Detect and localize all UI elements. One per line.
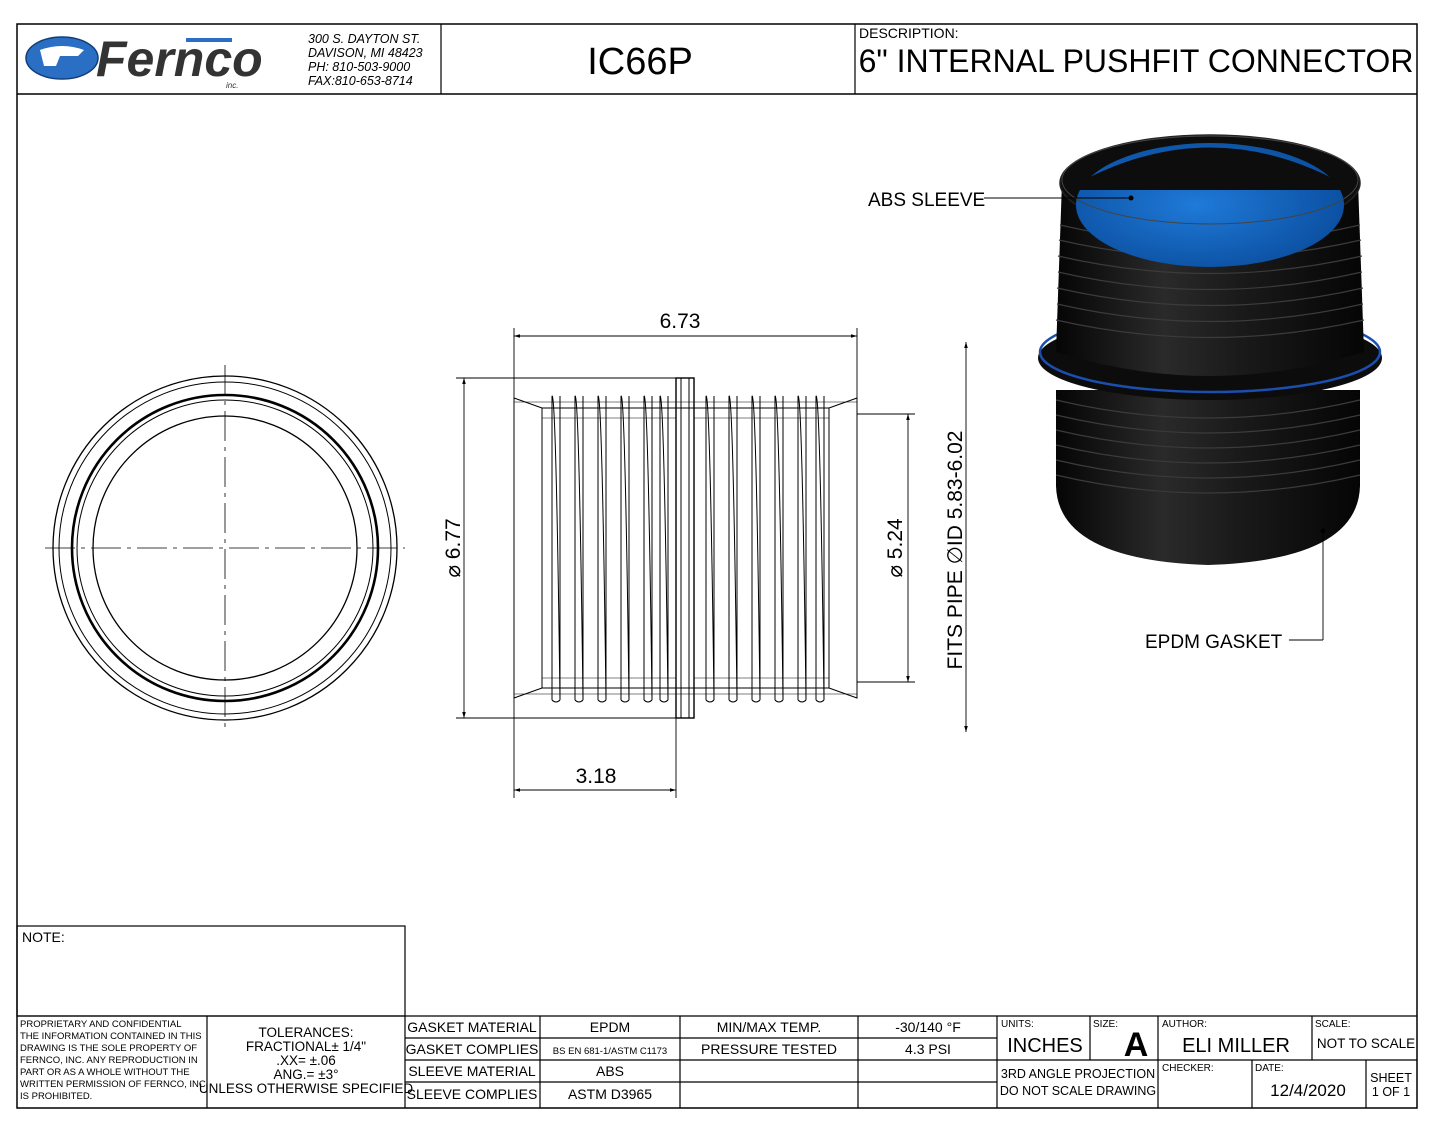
sheet-border xyxy=(16,23,1418,1109)
header: Fernco inc. 300 S. DAYTON ST. DAVISON, M… xyxy=(17,24,1417,95)
fernco-logo: Fernco inc. xyxy=(25,31,263,90)
svg-text:NOTE:: NOTE: xyxy=(22,929,65,945)
units-value: INCHES xyxy=(1007,1035,1083,1057)
svg-text:FAX:810-653-8714: FAX:810-653-8714 xyxy=(308,74,413,88)
svg-text:DAVISON, MI 48423: DAVISON, MI 48423 xyxy=(308,46,423,60)
logo-sub: inc. xyxy=(226,81,238,90)
svg-text:DRAWING IS THE SOLE PROPERTY O: DRAWING IS THE SOLE PROPERTY OF xyxy=(20,1043,197,1054)
svg-text:AUTHOR:: AUTHOR: xyxy=(1162,1019,1207,1030)
projection: 3RD ANGLE PROJECTION xyxy=(1001,1067,1155,1081)
callout-abs-sleeve: ABS SLEEVE xyxy=(868,190,985,211)
svg-text:PART OR AS A WHOLE WITHOUT THE: PART OR AS A WHOLE WITHOUT THE xyxy=(20,1067,190,1078)
svg-text:IS PROHIBITED.: IS PROHIBITED. xyxy=(20,1091,92,1102)
svg-text:DATE:: DATE: xyxy=(1255,1063,1284,1074)
svg-text:TOLERANCES:: TOLERANCES: xyxy=(258,1025,353,1040)
spec-value: ABS xyxy=(596,1063,624,1079)
svg-text:ANG.= ±3°: ANG.= ±3° xyxy=(274,1067,339,1082)
svg-text:FRACTIONAL± 1/4": FRACTIONAL± 1/4" xyxy=(246,1039,366,1054)
scale-value: NOT TO SCALE xyxy=(1317,1036,1415,1051)
svg-text:THE INFORMATION CONTAINED IN T: THE INFORMATION CONTAINED IN THIS xyxy=(20,1031,202,1042)
spec-value: BS EN 681-1/ASTM C1173 xyxy=(553,1046,667,1057)
svg-text:.XX= ±.06: .XX= ±.06 xyxy=(276,1053,336,1068)
title-block-fields: UNITS: INCHES SIZE: A AUTHOR: ELI MILLER… xyxy=(1000,1019,1415,1100)
dim-outer-dia: 6.77 xyxy=(442,518,465,559)
callouts: ABS SLEEVE EPDM GASKET xyxy=(868,190,1326,653)
dim-fits-pipe: FITS PIPE ∅ID 5.83-6.02 xyxy=(944,431,967,670)
side-view xyxy=(513,377,858,719)
proprietary-notice: PROPRIETARY AND CONFIDENTIAL THE INFORMA… xyxy=(20,1019,208,1102)
logo-text: Fernco xyxy=(96,31,263,87)
title-block-grid xyxy=(17,1015,1417,1108)
description-label: DESCRIPTION: xyxy=(859,25,959,41)
address-block: 300 S. DAYTON ST. DAVISON, MI 48423 PH: … xyxy=(308,32,423,88)
specs-table: GASKET MATERIAL EPDM MIN/MAX TEMP. -30/1… xyxy=(406,1019,961,1102)
svg-text:SIZE:: SIZE: xyxy=(1093,1019,1118,1030)
dim-inner-dia: 5.24 xyxy=(884,518,907,559)
date-value: 12/4/2020 xyxy=(1270,1081,1346,1100)
svg-text:FERNCO, INC. ANY REPRODUCTION: FERNCO, INC. ANY REPRODUCTION IN xyxy=(20,1055,198,1066)
svg-text:⌀ 5.24: ⌀ 5.24 xyxy=(884,518,907,578)
svg-text:300 S. DAYTON ST.: 300 S. DAYTON ST. xyxy=(308,32,420,46)
author-value: ELI MILLER xyxy=(1182,1035,1290,1057)
dim-length: 6.73 xyxy=(660,310,701,333)
spec-value: EPDM xyxy=(590,1019,630,1035)
svg-text:⌀ 6.77: ⌀ 6.77 xyxy=(442,518,465,577)
svg-text:PROPRIETARY AND CONFIDENTIAL: PROPRIETARY AND CONFIDENTIAL xyxy=(20,1019,182,1030)
spec-value: -30/140 °F xyxy=(895,1019,961,1035)
svg-text:UNITS:: UNITS: xyxy=(1001,1019,1034,1030)
spec-value: 4.3 PSI xyxy=(905,1041,951,1057)
svg-text:CHECKER:: CHECKER: xyxy=(1162,1063,1214,1074)
note-box: NOTE: xyxy=(16,925,406,1017)
svg-text:UNLESS OTHERWISE SPECIFIED: UNLESS OTHERWISE SPECIFIED xyxy=(199,1081,414,1096)
svg-text:PH: 810-503-9000: PH: 810-503-9000 xyxy=(308,60,410,74)
spec-label: GASKET MATERIAL xyxy=(407,1019,537,1035)
spec-label: SLEEVE MATERIAL xyxy=(408,1063,536,1079)
dimensions xyxy=(456,328,968,798)
part-number: IC66P xyxy=(587,41,693,83)
tolerances: TOLERANCES: FRACTIONAL± 1/4" .XX= ±.06 A… xyxy=(199,1025,414,1096)
sheet-value: 1 OF 1 xyxy=(1372,1085,1410,1099)
svg-text:SHEET: SHEET xyxy=(1370,1071,1412,1085)
end-view xyxy=(45,365,405,730)
iso-render xyxy=(1038,134,1382,565)
dimension-labels: 6.73 3.18 ⌀ 6.77 ⌀ 5.24 FITS PIPE ∅ID 5.… xyxy=(442,310,967,788)
size-value: A xyxy=(1124,1026,1149,1064)
dim-half-length: 3.18 xyxy=(576,765,617,788)
description: 6" INTERNAL PUSHFIT CONNECTOR xyxy=(859,43,1414,79)
spec-label: PRESSURE TESTED xyxy=(701,1041,837,1057)
callout-epdm-gasket: EPDM GASKET xyxy=(1145,632,1283,653)
spec-value: ASTM D3965 xyxy=(568,1086,652,1102)
no-scale: DO NOT SCALE DRAWING xyxy=(1000,1084,1156,1098)
svg-text:SCALE:: SCALE: xyxy=(1315,1019,1351,1030)
spec-label: SLEEVE COMPLIES xyxy=(407,1086,538,1102)
spec-label: MIN/MAX TEMP. xyxy=(717,1019,822,1035)
svg-text:WRITTEN PERMISSION OF FERNCO,: WRITTEN PERMISSION OF FERNCO, INC. xyxy=(20,1079,208,1090)
spec-label: GASKET COMPLIES xyxy=(406,1041,539,1057)
